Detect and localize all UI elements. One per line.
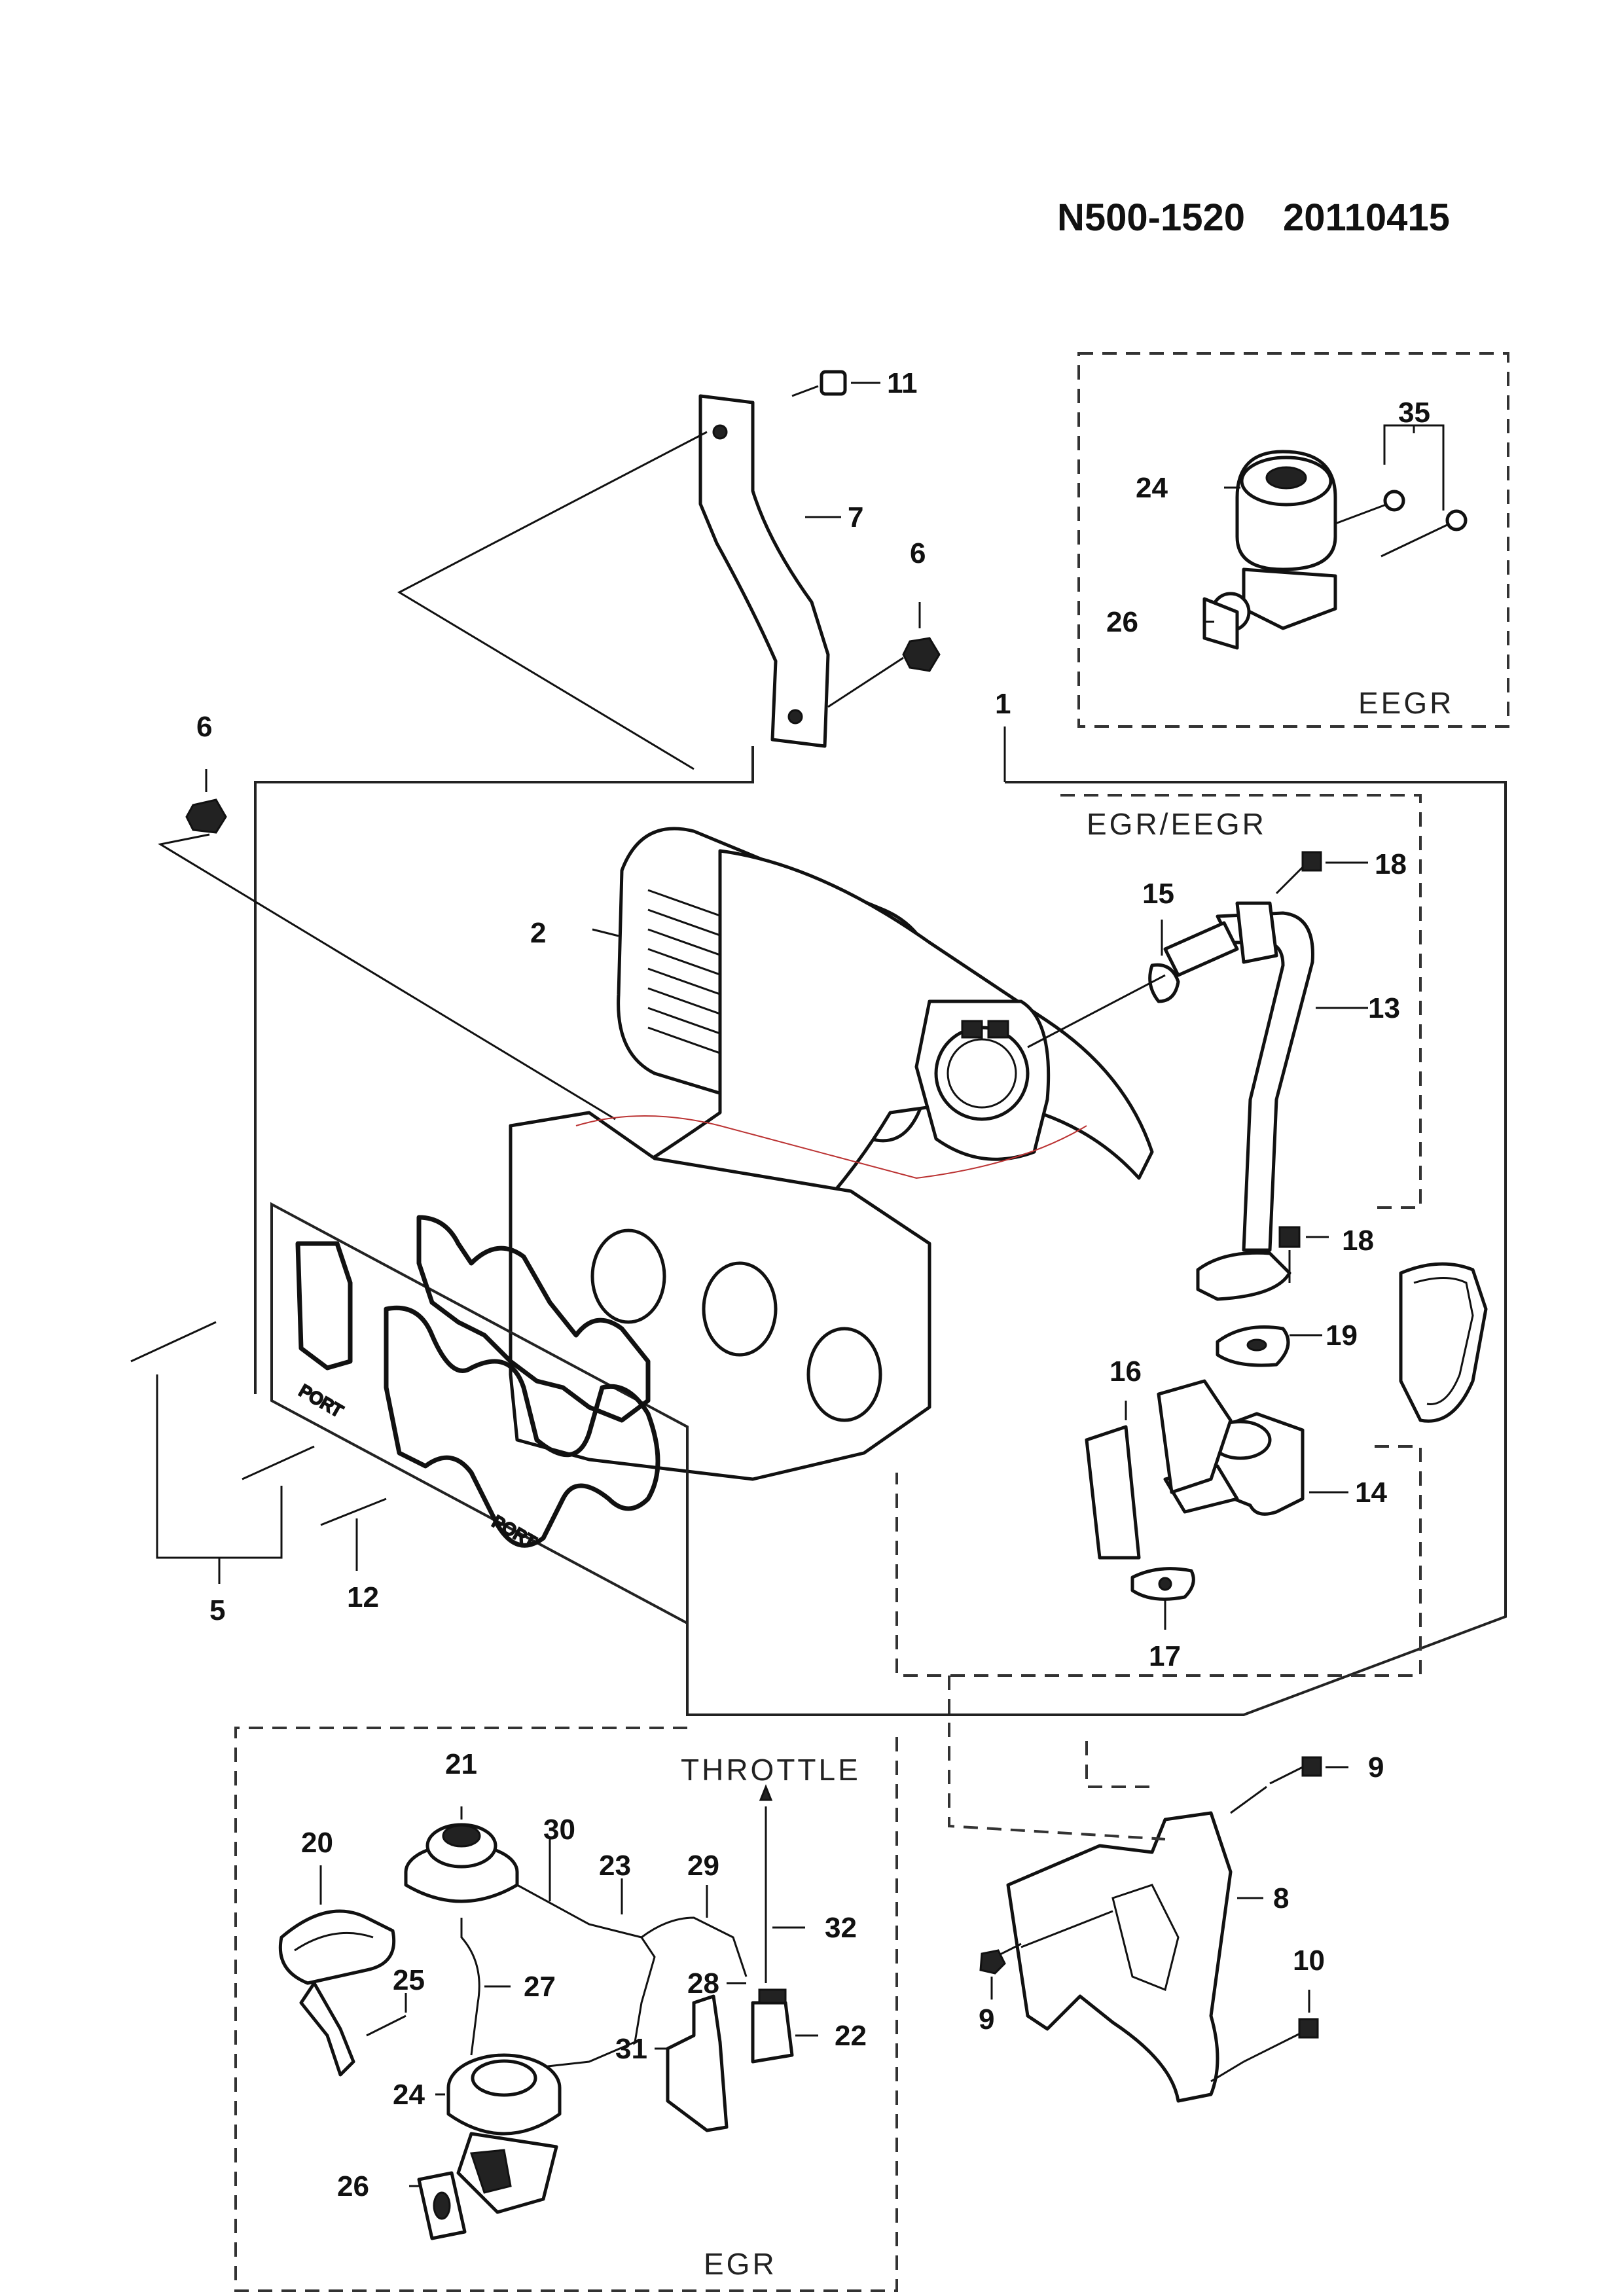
egr-valve-24 xyxy=(446,2053,562,2214)
callout-32: 32 xyxy=(825,1912,857,1944)
egr-label: EGR xyxy=(704,2247,777,2281)
callout-7: 7 xyxy=(848,501,863,533)
callout-6-right: 6 xyxy=(910,537,926,569)
callout-24-egr: 24 xyxy=(393,2079,425,2111)
callout-17: 17 xyxy=(1149,1640,1181,1672)
callout-28: 28 xyxy=(687,1967,719,2000)
callout-35: 35 xyxy=(1398,397,1430,429)
egr-inset: THROTTLE EGR 21 30 23 29 32 28 xyxy=(234,1727,898,2292)
callout-12: 12 xyxy=(347,1581,379,1613)
modulator-21 xyxy=(404,1823,519,1903)
callout-27: 27 xyxy=(524,1971,556,2003)
callout-25: 25 xyxy=(393,1964,425,1996)
callout-30: 30 xyxy=(543,1814,575,1846)
eegr-inset: EEGR 35 24 26 xyxy=(1077,352,1509,728)
callout-18-mid: 18 xyxy=(1342,1225,1374,1257)
callout-29: 29 xyxy=(687,1850,719,1882)
callout-24-eegr: 24 xyxy=(1136,472,1168,504)
studs-5: 5 xyxy=(130,1321,315,1626)
eegr-valve xyxy=(1202,450,1337,650)
intake-manifold: 2 xyxy=(509,827,1154,1481)
callout-5: 5 xyxy=(209,1594,225,1626)
callout-18-top: 18 xyxy=(1375,848,1407,880)
document-id: N500-1520 xyxy=(1057,196,1245,239)
manifold-assembly-frame xyxy=(254,746,1507,1716)
callout-13: 13 xyxy=(1368,992,1400,1024)
bracket-8-group: 8 9 9 10 xyxy=(948,1676,1384,2103)
callout-26-eegr: 26 xyxy=(1106,606,1138,638)
callout-6-left: 6 xyxy=(196,711,212,743)
nut-6-left: 6 xyxy=(157,711,616,1121)
callout-10: 10 xyxy=(1293,1945,1325,1977)
egr-eegr-label: EGR/EEGR xyxy=(1087,807,1267,841)
callout-2: 2 xyxy=(530,917,546,949)
callout-31: 31 xyxy=(615,2033,647,2065)
callout-9-top: 9 xyxy=(1368,1751,1384,1784)
callout-16: 16 xyxy=(1110,1355,1142,1388)
callout-14: 14 xyxy=(1355,1477,1387,1509)
callout-23: 23 xyxy=(599,1850,631,1882)
document-date: 20110415 xyxy=(1283,196,1450,239)
callout-9-bottom: 9 xyxy=(979,2003,994,2036)
gasket-port-label-right: PORT xyxy=(489,1511,539,1552)
eegr-label: EEGR xyxy=(1358,686,1454,720)
callout-11: 11 xyxy=(887,367,918,399)
callout-22: 22 xyxy=(835,2020,867,2052)
egr-eegr-inset: EGR/EEGR 13 15 18 18 19 14 xyxy=(895,794,1488,1677)
callout-21: 21 xyxy=(445,1748,477,1780)
callout-20: 20 xyxy=(301,1827,333,1859)
gasket-port-label-left: PORT xyxy=(296,1380,346,1421)
callout-1: 1 xyxy=(995,688,1011,720)
clamp-20: 20 xyxy=(278,1827,396,2077)
studs-12: 12 xyxy=(320,1498,387,1613)
callout-15: 15 xyxy=(1142,878,1174,910)
callout-8: 8 xyxy=(1273,1882,1289,1914)
callout-19: 19 xyxy=(1326,1319,1358,1352)
eegr-bolts xyxy=(1335,490,1468,558)
callout-26-egr: 26 xyxy=(337,2170,369,2202)
bracket-7-group: 7 11 6 xyxy=(397,367,941,770)
throttle-label: THROTTLE xyxy=(681,1753,861,1787)
